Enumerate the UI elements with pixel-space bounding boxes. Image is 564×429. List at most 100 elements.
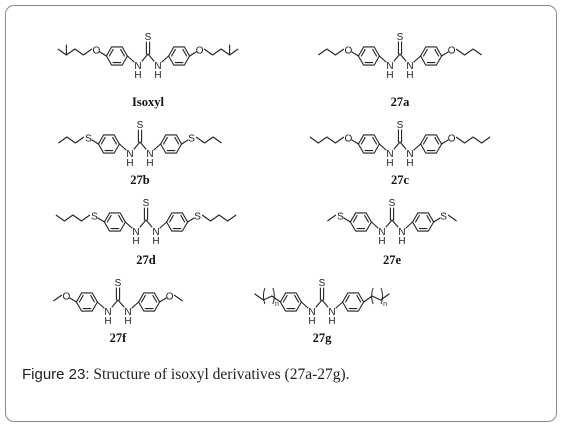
hydrogen-atom: H bbox=[406, 70, 413, 81]
aryl-n-bond bbox=[413, 143, 422, 151]
ring-heteroatom-bond bbox=[351, 51, 359, 57]
n-c-bond bbox=[385, 219, 393, 228]
hydrogen-atom: H bbox=[328, 316, 335, 327]
hydrogen-atom: H bbox=[132, 236, 139, 247]
nitrogen-atom: N bbox=[154, 61, 161, 72]
repeat-subscript-n: n bbox=[275, 301, 279, 308]
aromatic-bond bbox=[120, 48, 126, 57]
n-c-bond bbox=[393, 141, 401, 150]
aromatic-bond bbox=[140, 294, 146, 303]
repeat-bracket bbox=[262, 287, 266, 305]
aromatic-bond bbox=[90, 294, 96, 303]
hydrogen-atom: H bbox=[378, 236, 385, 247]
nitrogen-atom: N bbox=[152, 227, 159, 238]
aromatic-bond bbox=[360, 48, 366, 57]
sulfur-atom: S bbox=[85, 134, 92, 145]
alkyl-chain bbox=[327, 214, 337, 222]
nitrogen-atom: N bbox=[104, 307, 111, 318]
ring-heteroatom-bond bbox=[97, 217, 105, 223]
hydrogen-atom: H bbox=[104, 316, 111, 327]
sulfur-atom: S bbox=[389, 198, 396, 209]
nitrogen-atom: N bbox=[386, 149, 393, 160]
alkyl-chain bbox=[53, 294, 63, 302]
hydrogen-atom: H bbox=[398, 236, 405, 247]
aryl-n-bond bbox=[300, 301, 309, 309]
sulfur-atom: S bbox=[194, 212, 201, 223]
aromatic-bond bbox=[294, 294, 300, 303]
sulfur-atom: S bbox=[143, 198, 150, 209]
aromatic-bond bbox=[414, 214, 420, 223]
aryl-n-bond bbox=[96, 301, 105, 309]
alkyl-bond bbox=[254, 293, 264, 301]
n-c-bond bbox=[133, 141, 141, 150]
n-c-bond bbox=[399, 141, 407, 150]
n-c-bond bbox=[141, 53, 149, 62]
sulfur-atom: S bbox=[145, 32, 152, 43]
aromatic-bond bbox=[360, 136, 366, 145]
aromatic-bond bbox=[356, 294, 362, 303]
sulfur-atom: S bbox=[319, 278, 326, 289]
nitrogen-atom: N bbox=[124, 307, 131, 318]
aromatic-bond bbox=[112, 136, 118, 145]
alkyl-chain bbox=[58, 136, 85, 144]
oxygen-atom: O bbox=[196, 46, 204, 57]
nitrogen-atom: N bbox=[406, 61, 413, 72]
alkyl-bond bbox=[271, 295, 281, 303]
hydrogen-atom: H bbox=[134, 70, 141, 81]
alkyl-chain bbox=[318, 48, 345, 56]
repeat-bracket bbox=[371, 287, 374, 305]
ring-heteroatom-bond bbox=[433, 217, 441, 223]
n-c-bond bbox=[321, 299, 329, 308]
hydrogen-atom: H bbox=[386, 158, 393, 169]
aromatic-bond bbox=[100, 136, 106, 145]
aromatic-bond bbox=[174, 136, 180, 145]
aromatic-bond bbox=[344, 294, 350, 303]
aromatic-bond bbox=[422, 136, 428, 145]
aryl-n-bond bbox=[370, 221, 379, 229]
aryl-n-bond bbox=[124, 221, 133, 229]
ring-heteroatom-bond bbox=[189, 51, 197, 57]
hydrogen-atom: H bbox=[152, 236, 159, 247]
ring-heteroatom-bond bbox=[441, 51, 449, 57]
alkyl-bond bbox=[363, 295, 373, 303]
aromatic-bond bbox=[162, 136, 168, 145]
n-c-bond bbox=[145, 219, 153, 228]
alkyl-chain bbox=[195, 136, 222, 144]
oxygen-atom: O bbox=[166, 292, 174, 303]
aryl-n-bond bbox=[378, 143, 387, 151]
nitrogen-atom: N bbox=[328, 307, 335, 318]
alkyl-chain bbox=[57, 48, 93, 56]
aryl-n-bond bbox=[378, 55, 387, 63]
alkyl-chain bbox=[455, 136, 491, 144]
compound-label: Isoxyl bbox=[132, 95, 164, 109]
aryl-n-bond bbox=[131, 301, 140, 309]
sulfur-atom: S bbox=[397, 120, 404, 131]
n-c-bond bbox=[393, 53, 401, 62]
oxygen-atom: O bbox=[448, 134, 456, 145]
ring-heteroatom-bond bbox=[69, 297, 77, 303]
ring-heteroatom-bond bbox=[343, 217, 351, 223]
hydrogen-atom: H bbox=[146, 158, 153, 169]
ring-heteroatom-bond bbox=[351, 139, 359, 145]
aromatic-bond bbox=[108, 48, 114, 57]
aromatic-bond bbox=[422, 48, 428, 57]
hydrogen-atom: H bbox=[124, 316, 131, 327]
aromatic-bond bbox=[352, 214, 358, 223]
nitrogen-atom: N bbox=[134, 61, 141, 72]
alkyl-chain bbox=[201, 214, 237, 222]
n-c-bond bbox=[111, 299, 119, 308]
aryl-n-bond bbox=[159, 221, 168, 229]
aromatic-bond bbox=[168, 214, 174, 223]
hydrogen-atom: H bbox=[126, 158, 133, 169]
compound-label: 27g bbox=[313, 331, 333, 345]
nitrogen-atom: N bbox=[308, 307, 315, 318]
hydrogen-atom: H bbox=[406, 158, 413, 169]
compound-label: 27f bbox=[110, 331, 128, 345]
aromatic-bond bbox=[434, 136, 440, 145]
